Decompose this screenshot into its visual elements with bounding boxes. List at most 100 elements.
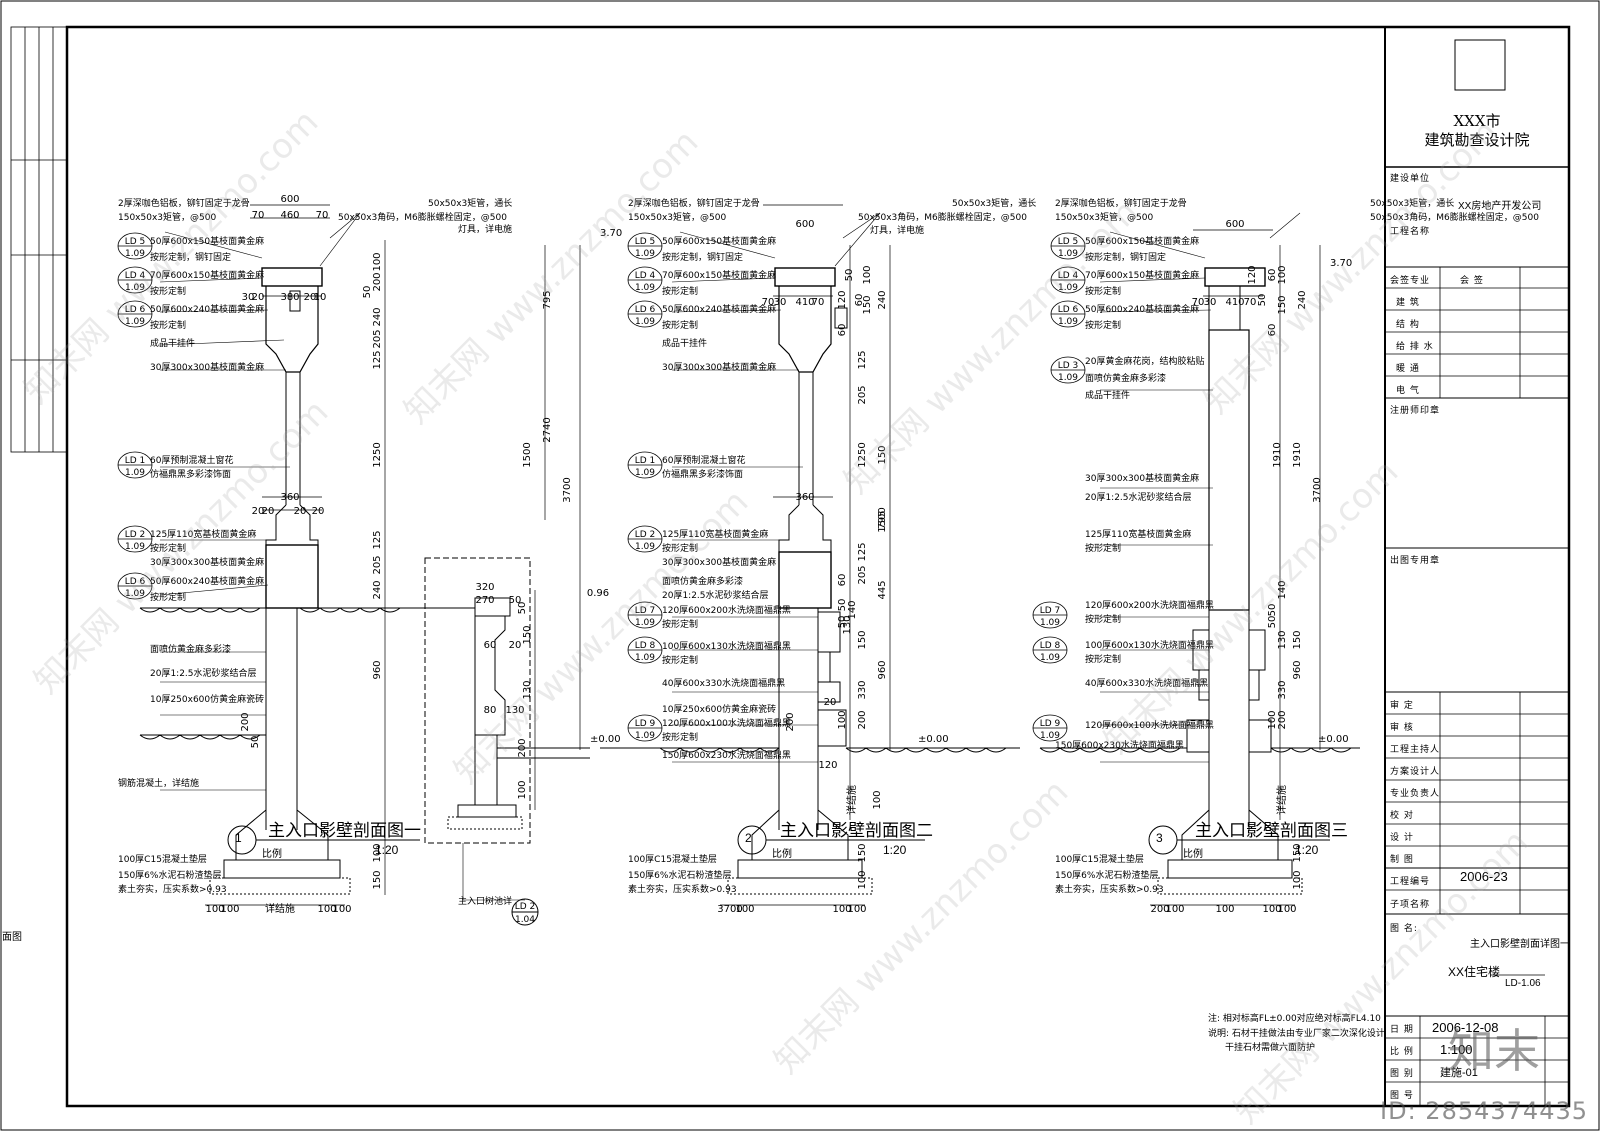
section-3-number: 3: [1156, 831, 1163, 845]
section-1-dimension: 20: [262, 506, 275, 517]
section-3-dimension: 140: [1277, 580, 1288, 599]
section-2-note: 30厚300x300基枝面黄金麻: [662, 556, 776, 568]
brand-logo: 知末: [1448, 1024, 1540, 1078]
ref-ld9-s3-sheet: 1.09: [1040, 731, 1060, 741]
building-name: XX住宅楼: [1448, 965, 1501, 979]
section-2-dimension: 130: [842, 615, 853, 634]
section-1-note: 30厚300x300基枝面黄金麻: [150, 556, 264, 568]
section-2-top-note: 灯具，详电施: [870, 224, 924, 236]
ref-ld9-s3-code: LD 9: [1040, 719, 1061, 729]
section-3-note: 120厚600x100水洗烧面福鼎黑: [1085, 719, 1214, 731]
ref-ld6-s3-sheet: 1.09: [1058, 317, 1078, 327]
section-1-dimension: 795: [542, 290, 553, 309]
section-3-dimension: 详结施: [1275, 785, 1288, 815]
drawing-seal-label: 出图专用章: [1390, 556, 1441, 566]
detail-dimension: 130: [522, 680, 533, 699]
ref-ld9-s2-sheet: 1.09: [635, 731, 655, 741]
section-1-note: 按形定制: [150, 591, 186, 603]
section-2-dimension: 100: [832, 904, 851, 915]
section-2-dimension: 120: [837, 290, 848, 309]
section-2-dimension: 3700: [717, 904, 742, 915]
section-3-note: 按形定制，钢钉固定: [1085, 251, 1166, 263]
approval-5: 校 对: [1390, 811, 1414, 821]
ref-ld8-s2-sheet: 1.09: [635, 653, 655, 663]
section-3-note: 50厚600x150基枝面黄金麻: [1085, 235, 1199, 247]
section-2-note: 30厚300x300基枝面黄金麻: [662, 361, 776, 373]
section-2-dimension: 200: [785, 712, 796, 731]
institute-name: 建筑勘查设计院: [1424, 131, 1530, 149]
section-3-dimension: 30: [1204, 297, 1217, 308]
ref-ld5-s3-sheet: 1.09: [1058, 249, 1078, 259]
ref-ld6b-s1-sheet: 1.09: [125, 589, 145, 599]
section-2-number: 2: [745, 831, 752, 845]
section-3-dimension: 60: [1267, 269, 1278, 282]
section-1-note: 10厚250x600仿黄金麻瓷砖: [150, 693, 264, 705]
section-2-note: 50厚600x240基枝面黄金麻: [662, 303, 776, 315]
section-2-note: 按形定制: [662, 654, 698, 666]
section-1-dimension: 2740: [542, 417, 553, 442]
section-2-note: 素土夯实，压实系数>0.93: [628, 883, 737, 895]
ref-ld1-s2-code: LD 1: [635, 456, 656, 466]
category-value: 建施-01: [1440, 1067, 1478, 1079]
section-2-dimension: 30: [774, 297, 787, 308]
section-3-top-note: 50x50x3矩管，通长: [1370, 197, 1454, 209]
section-3-dimension: 600: [1225, 219, 1244, 230]
section-2-dimension: 240: [877, 290, 888, 309]
countersign-col1: 会签专业: [1390, 276, 1431, 286]
project-no-label: 工程编号: [1390, 877, 1431, 887]
section-2-dimension: 50: [837, 599, 848, 612]
client-value: XX房地产开发公司: [1458, 201, 1542, 212]
section-3-dimension: 1910: [1292, 442, 1303, 467]
section-1-dimension: 100: [332, 904, 351, 915]
project-no-value: 2006-23: [1460, 869, 1508, 884]
section-1-number: 1: [235, 831, 242, 845]
section-3-dimension: 150: [1292, 630, 1303, 649]
section-1-scale-label: 比例: [262, 849, 282, 860]
section-3-note: 按形定制: [1085, 613, 1121, 625]
detail-dimension: 20: [509, 640, 522, 651]
detail-dimension: 200: [517, 738, 528, 757]
approval-2: 工程主持人: [1390, 745, 1441, 755]
section-1-dimension: 150: [372, 870, 383, 889]
sheet-ref: LD-1.06: [1505, 978, 1541, 989]
section-2-note: 150厚6%水泥石粉渣垫层: [628, 869, 731, 881]
section-1-dimension: 960: [372, 660, 383, 679]
section-1-dimension: 205: [372, 555, 383, 574]
section-3-note: 20厚黄金麻花岗，结构胶粘贴: [1085, 355, 1204, 367]
section-3-note: 按形定制: [1085, 285, 1121, 297]
section-1-dimension: 380: [280, 292, 299, 303]
section-2-note: 100厚600x130水洗烧面福鼎黑: [662, 640, 791, 652]
section-2-dimension: 205: [857, 565, 868, 584]
date-value: 2006-12-08: [1432, 1020, 1499, 1035]
ref-ld5-s2-sheet: 1.09: [635, 249, 655, 259]
section-1-dimension: 1250: [372, 442, 383, 467]
discipline-hvac: 暖 通: [1396, 364, 1420, 374]
section-3-dimension: 410: [1225, 297, 1244, 308]
section-1-note: 50厚600x150基枝面黄金麻: [150, 235, 264, 247]
detail-dimension: 80: [484, 705, 497, 716]
section-1-note: 50厚600x240基枝面黄金麻: [150, 303, 264, 315]
section-3-note: 100厚600x130水洗烧面福鼎黑: [1085, 639, 1214, 651]
section-1-dimension: 20: [252, 506, 265, 517]
section-3-scale: 1:20: [1295, 843, 1319, 857]
section-2-dimension: 100: [837, 710, 848, 729]
elevation-zero-s1: ±0.00: [590, 734, 621, 745]
detail-ref-code: LD 2: [515, 902, 536, 912]
section-1-dimension: 50: [362, 286, 373, 299]
section-2-dimension: 445: [877, 580, 888, 599]
section-2-dimension: 100: [735, 904, 754, 915]
note-1: 说明: 石材干挂做法由专业厂家二次深化设计: [1208, 1029, 1385, 1039]
section-1-top-note: 50x50x3矩管，通长: [428, 197, 512, 209]
section-1-note: 成品干挂件: [150, 337, 195, 349]
section-3-dimension: 100: [1267, 710, 1278, 729]
section-2-note: 成品干挂件: [662, 337, 707, 349]
section-2-dimension: 410: [795, 297, 814, 308]
section-3-dimension: 100: [1277, 904, 1296, 915]
section-2-dimension: 50: [844, 269, 855, 282]
section-2-dimension: 795: [877, 510, 888, 529]
section-3-dimension: 200: [1150, 904, 1169, 915]
section-1-note: 70厚600x150基枝面黄金麻: [150, 269, 264, 281]
section-1-note: 60厚预制混凝土窗花: [150, 454, 233, 466]
elevation-zero-s2: ±0.00: [918, 734, 949, 745]
